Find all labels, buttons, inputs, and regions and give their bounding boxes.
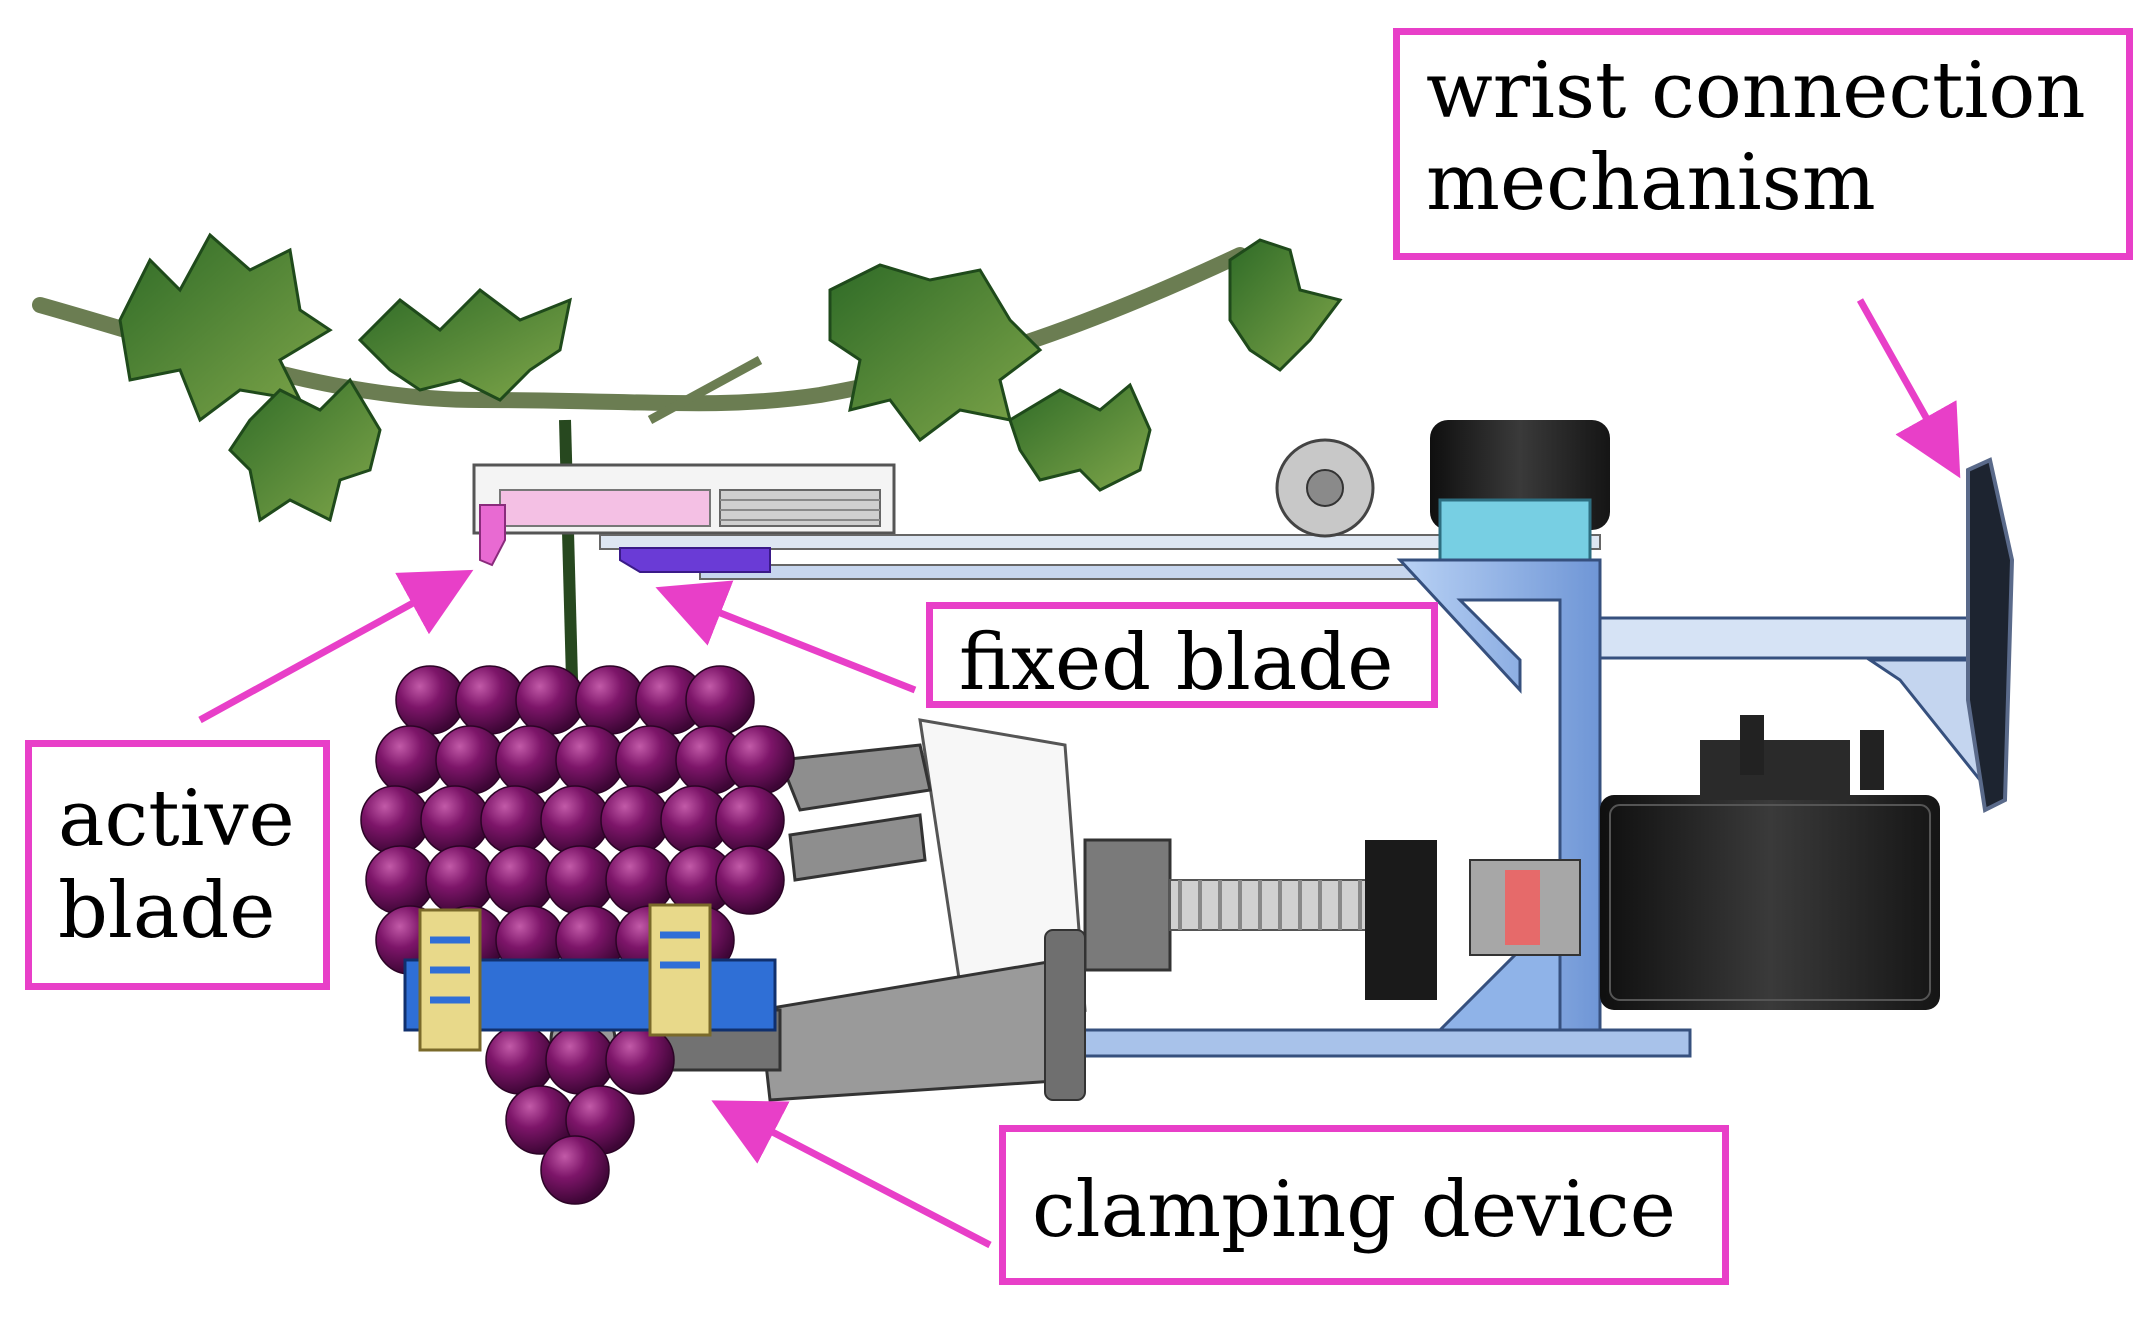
grape-berry [725, 725, 795, 795]
grape-berry [600, 785, 670, 855]
cutting-assembly [472, 463, 1601, 580]
grape-berry [495, 725, 565, 795]
main-frame [1048, 558, 1982, 1058]
grape-berry [545, 845, 615, 915]
top-drive [1275, 420, 1610, 567]
label-line: mechanism [1426, 138, 1876, 229]
arrow-fixed [655, 580, 917, 694]
label-line: blade [58, 866, 276, 957]
leaf [118, 232, 333, 423]
label-line: wrist connection [1426, 46, 2086, 136]
grape-berry [685, 665, 755, 735]
leaf [357, 288, 573, 402]
label-clamping-device: clamping device [999, 1125, 1729, 1285]
grape-berry [555, 725, 625, 795]
grape-berry [485, 845, 555, 915]
grape-berry [455, 665, 525, 735]
grape-berry [420, 785, 490, 855]
active-blade-shape [479, 504, 506, 567]
grape-berry [575, 665, 645, 735]
label-wrist-connection-mechanism: wrist connection mechanism [1393, 28, 2133, 260]
grape-berry [715, 785, 785, 855]
leaf [1228, 238, 1343, 372]
label-line: fixed blade [959, 618, 1394, 708]
grape-berry [365, 845, 435, 915]
pointer-arrows [198, 298, 1961, 1249]
grape-berry [540, 1135, 610, 1205]
grape-berry [395, 665, 465, 735]
grape-berry [715, 845, 785, 915]
grape-berry [435, 725, 505, 795]
lead-screw [1083, 838, 1581, 1000]
vine-branch [32, 232, 1343, 523]
arrow-active [198, 569, 474, 724]
label-fixed-blade: fixed blade [926, 602, 1438, 708]
wrist-plate [1966, 457, 2015, 814]
grape-berry [540, 785, 610, 855]
label-line: active [58, 774, 295, 864]
grape-stem [559, 419, 578, 681]
grape-berry [425, 845, 495, 915]
grape-berry [360, 785, 430, 855]
large-motor [1600, 715, 1940, 1010]
grape-berry [545, 1025, 615, 1095]
label-active-blade: active blade [25, 740, 330, 990]
fixed-blade-shape [619, 547, 771, 573]
grape-berry [480, 785, 550, 855]
clamp-band [403, 903, 777, 1052]
arrow-wrist [1856, 298, 1961, 479]
leaf [228, 377, 382, 523]
grape-berry [615, 725, 685, 795]
arrow-clamp [711, 1100, 992, 1249]
grape-berry [375, 725, 445, 795]
leaf [1008, 382, 1152, 492]
grape-berry [485, 1025, 555, 1095]
leaf [828, 263, 1043, 443]
grape-berry [515, 665, 585, 735]
label-line: clamping device [1032, 1165, 1676, 1255]
